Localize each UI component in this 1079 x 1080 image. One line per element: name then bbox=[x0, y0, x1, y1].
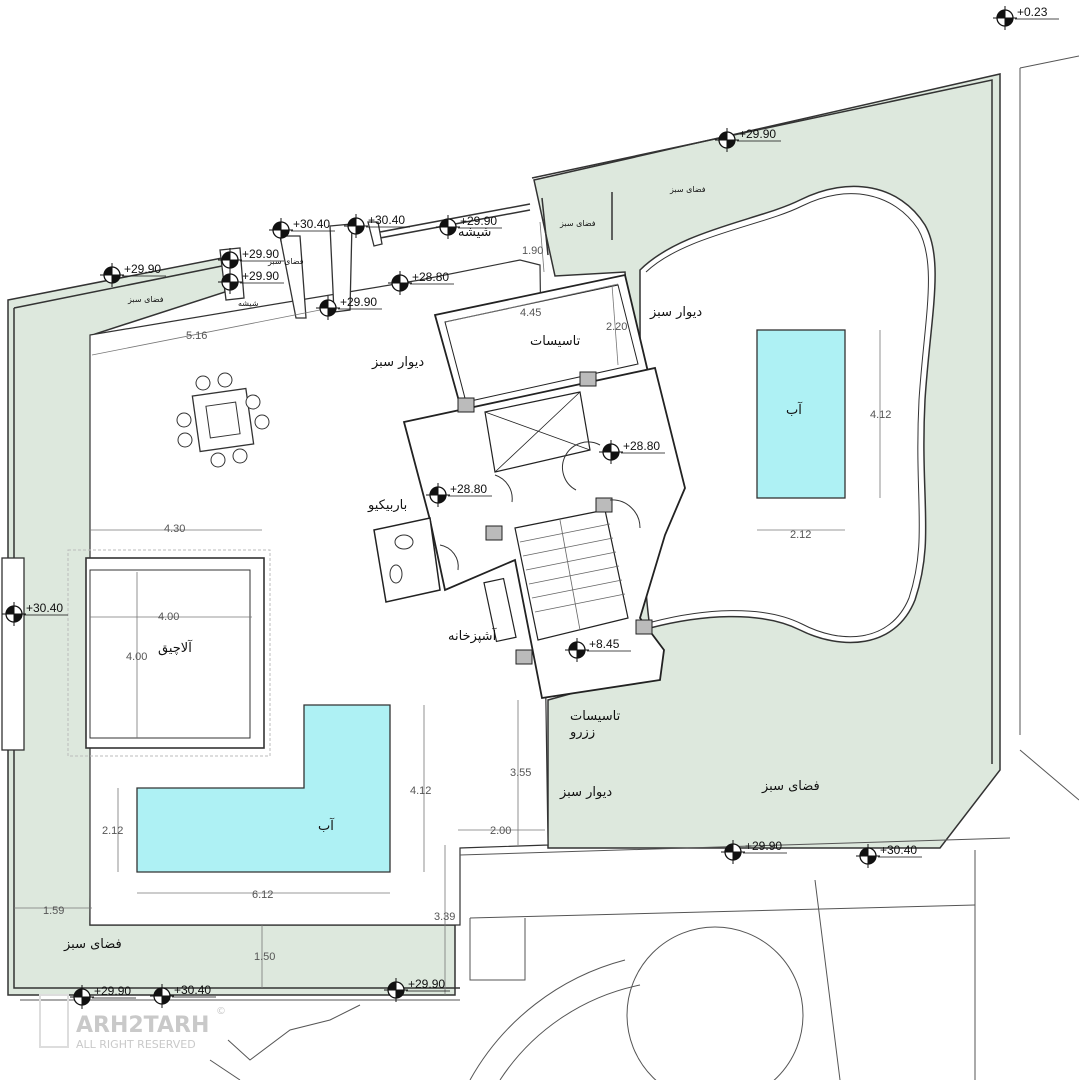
label-green-wall-2: دیوار سبز bbox=[371, 355, 424, 370]
gazebo-label: آلاچیق bbox=[158, 639, 193, 656]
pool-organic-inner bbox=[645, 193, 929, 638]
level-marker: +28.80 bbox=[426, 482, 492, 507]
level-marker: +28.80 bbox=[388, 270, 454, 295]
label-green-wall-1: دیوار سبز bbox=[649, 305, 702, 320]
pool-west-label: آب bbox=[318, 817, 335, 834]
door-swings bbox=[439, 441, 641, 571]
level-label: +29.90 bbox=[124, 262, 161, 276]
dim-7: 4.30 bbox=[164, 523, 185, 535]
level-label: +29.90 bbox=[340, 295, 377, 309]
label-kitchen: آشپزخانه bbox=[448, 627, 498, 644]
spiral-stair bbox=[209, 926, 804, 1080]
level-marker: +29.90 bbox=[70, 984, 136, 1009]
label-barbecue: باربیکیو bbox=[367, 498, 407, 513]
level-marker: +29.90 bbox=[721, 839, 787, 864]
level-label: +30.40 bbox=[174, 983, 211, 997]
dim-11: 2.00 bbox=[490, 825, 511, 837]
dim-16: 3.39 bbox=[434, 911, 455, 923]
outdoor-table bbox=[176, 372, 270, 468]
label-facilities: تاسیسات bbox=[530, 334, 581, 349]
label-green-space-1: فضای سبز bbox=[761, 779, 820, 794]
level-marker: +29.90 bbox=[715, 127, 781, 152]
level-marker: +29.90 bbox=[100, 262, 166, 287]
level-label: +30.40 bbox=[26, 601, 63, 615]
stair-treads bbox=[519, 519, 626, 631]
level-label: +29.90 bbox=[745, 839, 782, 853]
dimension-lines bbox=[14, 221, 881, 995]
level-marker: +30.40 bbox=[856, 843, 922, 868]
dim-14: 6.12 bbox=[252, 889, 273, 901]
level-label: +8.45 bbox=[589, 637, 620, 651]
level-label: +30.40 bbox=[368, 213, 405, 227]
level-marker: +29.90 bbox=[316, 295, 382, 320]
level-marker: +30.40 bbox=[269, 217, 335, 242]
level-label: +30.40 bbox=[293, 217, 330, 231]
label-green-wall-3: دیوار سبز bbox=[559, 785, 612, 800]
level-marker: +0.23 bbox=[993, 5, 1059, 30]
kitchen-counter bbox=[483, 577, 517, 643]
label-green-space-4: فضای سبز bbox=[669, 185, 706, 194]
core-columns bbox=[457, 371, 653, 665]
level-marker: +29.90 bbox=[384, 977, 450, 1002]
label-green-space-3: فضای سبز bbox=[127, 295, 164, 304]
level-marker: +28.80 bbox=[599, 439, 665, 464]
gazebo-inner bbox=[89, 569, 251, 739]
dimension-labels: 1.90 4.45 2.20 5.16 4.12 2.12 4.30 4.00 … bbox=[43, 245, 891, 963]
west-wall-element bbox=[1, 557, 25, 751]
dim-9: 4.00 bbox=[126, 651, 147, 663]
gazebo-outline bbox=[67, 549, 271, 757]
level-label: +29.90 bbox=[408, 977, 445, 991]
label-glass-2: شیشه bbox=[238, 299, 259, 308]
dim-10: 3.55 bbox=[510, 767, 531, 779]
level-label: +28.80 bbox=[450, 482, 487, 496]
watermark-brand: ARH2TARH bbox=[76, 1013, 209, 1038]
gazebo-frame bbox=[85, 557, 265, 749]
dim-13: 2.12 bbox=[102, 825, 123, 837]
level-label: +29.90 bbox=[94, 984, 131, 998]
dim-17: 1.50 bbox=[254, 951, 275, 963]
dim-8: 4.00 bbox=[158, 611, 179, 623]
space-labels: تاسیسات دیوار سبز دیوار سبز باربیکیو آشپ… bbox=[63, 185, 820, 952]
pool-west bbox=[136, 704, 391, 873]
label-green-space-2: فضای سبز bbox=[63, 937, 122, 952]
level-marker: +30.40 bbox=[150, 983, 216, 1008]
label-glass-1: شیشه bbox=[458, 225, 491, 240]
level-label: +28.80 bbox=[623, 439, 660, 453]
dim-2: 4.45 bbox=[520, 307, 541, 319]
level-marker: +30.40 bbox=[344, 213, 410, 238]
dim-12: 4.12 bbox=[410, 785, 431, 797]
level-marker: +29.90 bbox=[218, 247, 284, 272]
label-green-space-5: فضای سبز bbox=[559, 219, 596, 228]
level-marker: +29.90 bbox=[436, 214, 502, 239]
level-label: +30.40 bbox=[880, 843, 917, 857]
watermark-symbol: © bbox=[216, 1006, 226, 1017]
dim-6: 2.12 bbox=[790, 529, 811, 541]
toilet-fixtures bbox=[389, 534, 414, 584]
level-marker: +29.90 bbox=[218, 269, 284, 294]
dim-5: 4.12 bbox=[870, 409, 891, 421]
dim-15: 1.59 bbox=[43, 905, 64, 917]
level-label: +29.90 bbox=[242, 269, 279, 283]
level-label: +29.90 bbox=[460, 214, 497, 228]
watermark: ARH2TARH ALL RIGHT RESERVED © bbox=[39, 994, 226, 1051]
dim-4: 5.16 bbox=[186, 330, 207, 342]
pool-east-label: آب bbox=[786, 401, 803, 418]
watermark-rights: ALL RIGHT RESERVED bbox=[76, 1038, 196, 1051]
label-facilities-2a: تاسیسات bbox=[570, 709, 621, 724]
level-label: +28.80 bbox=[412, 270, 449, 284]
label-facilities-2b: ززرو bbox=[569, 725, 595, 740]
level-label: +0.23 bbox=[1017, 5, 1048, 19]
level-label: +29.90 bbox=[739, 127, 776, 141]
label-green-space-6: فضای سبز bbox=[267, 257, 304, 266]
level-label: +29.90 bbox=[242, 247, 279, 261]
level-marker: +8.45 bbox=[565, 637, 631, 662]
dim-1: 1.90 bbox=[522, 245, 543, 257]
level-markers: +0.23 +29.90 +30.40 +30.40 +29.90 +29.90 +29.9… bbox=[2, 5, 1059, 1009]
pool-east bbox=[756, 329, 846, 499]
level-marker: +30.40 bbox=[2, 601, 68, 626]
dim-3: 2.20 bbox=[606, 321, 627, 333]
